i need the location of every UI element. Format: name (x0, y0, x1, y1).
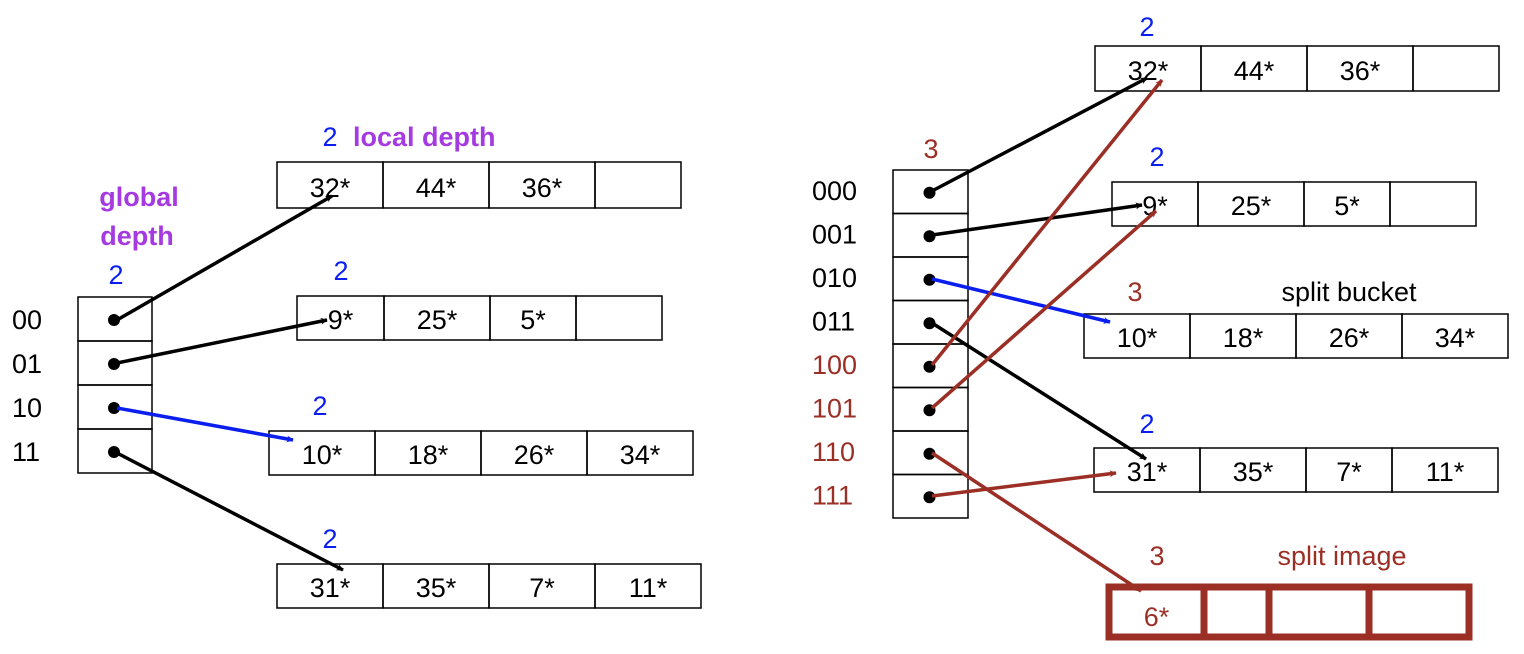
bucket-3-split: 10* 18* 26* 34* (1083, 313, 1509, 359)
bucket-entry: 25* (417, 305, 458, 335)
local-depth-value: 2 (333, 256, 348, 286)
bucket-entry: 34* (1435, 323, 1476, 353)
bucket-slot (1389, 181, 1477, 227)
pointer-arrow (931, 321, 1147, 461)
bucket-a: 32*44*36* (276, 161, 682, 209)
pointer-arrow (116, 317, 328, 365)
split-image-label: split image (1277, 541, 1406, 571)
bucket-slot (586, 430, 694, 476)
directory-label: 00 (12, 305, 42, 335)
directory-slot (892, 473, 969, 519)
bucket-entry: 34* (620, 440, 661, 470)
bucket-entry: 31* (1127, 457, 1168, 487)
bucket-slot (1391, 447, 1499, 493)
bucket-slot (1265, 583, 1373, 641)
bucket-entry: 26* (514, 440, 555, 470)
bucket-entry: 35* (416, 573, 457, 603)
bucket-entry: 36* (1340, 56, 1381, 86)
bucket-entry: 6* (1144, 602, 1170, 632)
bucket-entry: 36* (522, 173, 563, 203)
local-depth-value: 3 (1149, 541, 1164, 571)
bucket-entry: 31* (310, 573, 351, 603)
bucket-slot (1412, 45, 1500, 92)
bucket-entry: 9* (1142, 191, 1168, 221)
pointer-arrow (931, 470, 1117, 498)
global-depth-value: 2 (108, 260, 123, 290)
pointer-arrow (931, 451, 1142, 593)
local-depth-value: 2 (312, 391, 327, 421)
local-depth-value: 2 (1139, 409, 1154, 439)
right-directory-diagram: 3000001010011100101110111232*44*36*29*25… (812, 12, 1509, 641)
directory-label: 11 (12, 437, 40, 467)
bucket-slot (594, 161, 682, 209)
directory-label: 000 (812, 176, 857, 206)
local-depth-value: 2 (322, 524, 337, 554)
bucket-d: 31* 35* 7* 11* (276, 563, 702, 609)
bucket-slot (1200, 583, 1273, 641)
pointer-arrow (116, 451, 344, 572)
pointer-arrow (116, 194, 333, 322)
directory-label: 111 (812, 481, 853, 511)
bucket-4: 31* 35* 7* 11* (1093, 447, 1499, 493)
pointer-dot (923, 317, 936, 330)
pointer-arrow (931, 76, 1148, 193)
directory-slot (77, 428, 153, 474)
bucket-5-split-image: 6* (1105, 583, 1473, 641)
bucket-c: 10* 18* 26* 34* (268, 430, 694, 476)
local-depth-value: 3 (1127, 277, 1142, 307)
bucket-entry: 10* (302, 440, 343, 470)
bucket-entry: 7* (1336, 457, 1362, 487)
bucket-entry: 5* (1334, 191, 1360, 221)
directory-label: 011 (812, 307, 855, 337)
bucket-slot (1365, 583, 1473, 641)
bucket-entry: 35* (1233, 457, 1274, 487)
global-depth-label: depth (100, 221, 174, 251)
bucket-slot (1401, 313, 1509, 359)
pointer-arrow (931, 202, 1143, 237)
pointer-dot (108, 446, 120, 458)
global-depth-label: global (99, 182, 179, 212)
directory-label: 110 (812, 437, 855, 467)
directory-label: 010 (812, 263, 857, 293)
pointer-dot (923, 273, 936, 286)
bucket-entry: 9* (328, 305, 354, 335)
pointer-arrow (931, 277, 1111, 324)
bucket-entry: 25* (1231, 191, 1272, 221)
directory-label: 10 (12, 393, 42, 423)
split-bucket-label: split bucket (1281, 277, 1417, 307)
local-depth-value: 2 (1149, 142, 1164, 172)
local-depth-label: local depth (353, 122, 496, 152)
pointer-arrow (930, 209, 1158, 410)
directory-label: 001 (812, 220, 857, 250)
pointer-dot (108, 314, 120, 326)
directory-label: 101 (812, 394, 857, 424)
local-depth-value: 2 (322, 122, 337, 152)
bucket-entry: 44* (416, 173, 457, 203)
bucket-1: 32*44*36* (1094, 45, 1500, 92)
bucket-entry: 11* (629, 573, 668, 603)
bucket-entry: 18* (1223, 323, 1264, 353)
bucket-entry: 10* (1117, 323, 1158, 353)
directory-label: 01 (12, 349, 42, 379)
pointer-dot (108, 358, 120, 370)
pointer-dot (923, 447, 936, 460)
bucket-2: 9* 25* 5* (1111, 181, 1477, 227)
bucket-entry: 11* (1426, 457, 1465, 487)
bucket-entry: 26* (1329, 323, 1370, 353)
bucket-entry: 44* (1234, 56, 1275, 86)
bucket-entry: 18* (408, 440, 449, 470)
bucket-slot (575, 295, 663, 341)
bucket-entry: 7* (529, 573, 555, 603)
pointer-arrow (930, 78, 1164, 367)
pointer-arrow (116, 406, 294, 443)
bucket-b: 9* 25* 5* (296, 295, 663, 341)
pointer-dot (108, 402, 120, 414)
local-depth-value: 2 (1139, 12, 1154, 42)
bucket-slot (594, 563, 702, 609)
directory-label: 100 (812, 350, 857, 380)
global-depth-value: 3 (923, 134, 938, 164)
bucket-entry: 5* (520, 305, 546, 335)
